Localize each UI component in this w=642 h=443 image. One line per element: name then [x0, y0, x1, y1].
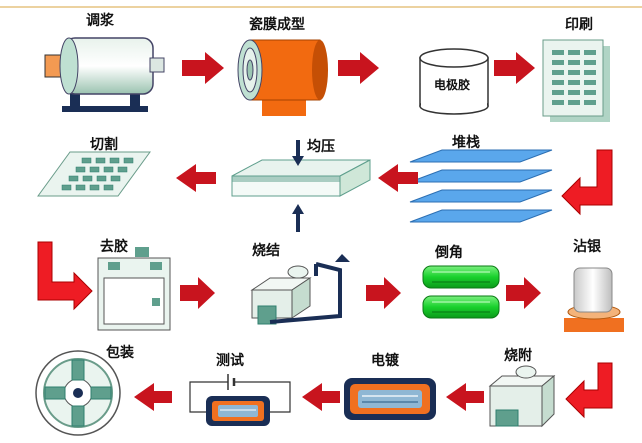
step-label-printing: 印刷	[565, 17, 593, 33]
step-label-electrode-paste: 电极胶	[434, 78, 471, 92]
cut-chips-plate-icon	[37, 151, 151, 197]
slurry-mixer-icon	[44, 37, 165, 112]
test-circuit-icon	[189, 374, 291, 426]
step-label-chamfering: 倒角	[435, 245, 463, 261]
sintering-furnace-icon	[250, 254, 350, 325]
electrode-paste-can-icon	[419, 48, 489, 115]
flow-arrow	[134, 383, 172, 411]
step-label-stacking: 堆栈	[452, 135, 480, 151]
stacked-sheets-icon	[409, 149, 553, 223]
flow-arrow	[494, 52, 535, 84]
flow-arrow	[366, 277, 401, 309]
flow-arrow	[176, 164, 216, 192]
flow-turn-arrow	[565, 362, 613, 419]
pressing-block-icon	[231, 140, 371, 232]
flow-turn-arrow	[37, 241, 93, 311]
flow-arrow	[182, 52, 224, 84]
flow-arrow	[180, 277, 215, 309]
step-label-tape-casting: 瓷膜成型	[249, 17, 305, 33]
firing-furnace-icon	[488, 365, 556, 428]
binder-removal-oven-icon	[97, 247, 171, 331]
flow-arrow	[378, 164, 418, 192]
step-label-sintering: 烧结	[252, 243, 280, 259]
step-label-slurry: 调浆	[86, 13, 114, 29]
flow-arrow	[506, 277, 541, 309]
step-label-packaging: 包装	[106, 345, 134, 361]
flow-arrow	[338, 52, 379, 84]
flow-turn-arrow	[561, 149, 613, 216]
step-label-cutting: 切割	[90, 137, 118, 153]
silver-dipped-chip-icon	[564, 267, 624, 332]
step-label-plating: 电镀	[371, 353, 399, 369]
step-label-binder-removal: 去胶	[100, 239, 128, 255]
step-label-firing: 烧附	[504, 348, 532, 364]
plated-chip-icon	[344, 378, 436, 420]
tape-roll-icon	[237, 39, 328, 116]
chamfered-chips-icon	[422, 265, 500, 319]
step-label-pressing: 均压	[307, 139, 335, 155]
step-label-testing: 测试	[216, 353, 244, 369]
packaging-reel-icon	[35, 350, 121, 436]
flow-arrow	[302, 383, 340, 411]
printed-sheet-icon	[542, 39, 610, 122]
step-label-silver-dipping: 沾银	[573, 239, 601, 255]
flow-arrow	[446, 383, 484, 411]
